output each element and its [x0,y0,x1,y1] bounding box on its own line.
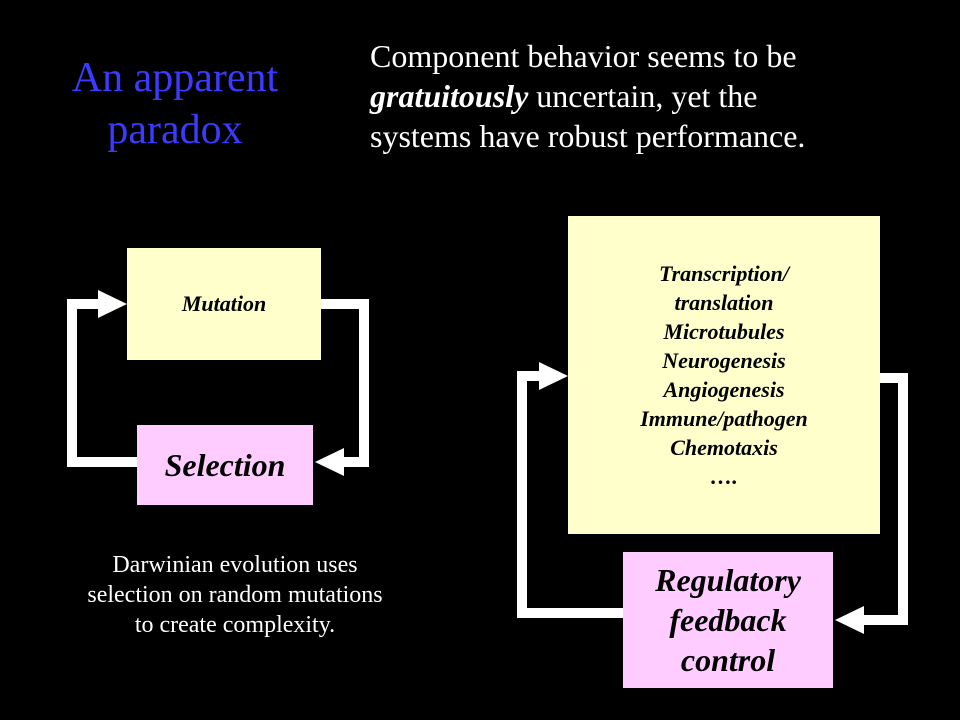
process-item: Immune/pathogen [640,406,808,431]
process-item: Angiogenesis [663,377,785,402]
process-item: Microtubules [663,319,785,344]
arrowhead-right-processes [539,362,568,390]
selection-box: Selection [137,425,313,505]
title-line-1: An apparent [71,55,279,101]
subtitle-line-2: uncertain, yet the [528,78,758,114]
subtitle-line-3: systems have robust performance. [370,118,806,154]
caption-line-1: Darwinian evolution uses [112,552,358,578]
arrowhead-left-selection [315,448,344,476]
processes-box: Transcription/ translation Microtubules … [568,216,880,534]
process-item: Chemotaxis [670,435,778,460]
darwinian-caption: Darwinian evolution uses selection on ra… [20,550,450,640]
process-item: …. [710,464,738,489]
mutation-box: Mutation [127,248,321,360]
caption-line-2: selection on random mutations [87,582,383,608]
selection-label: Selection [164,446,286,483]
regulatory-feedback-box: Regulatory feedback control [623,552,833,688]
process-item: Neurogenesis [662,348,786,373]
subtitle-line-1: Component behavior seems to be [370,38,797,74]
regulatory-to-processes-arrow-line [517,371,623,618]
regulatory-line-3: control [680,642,776,678]
subtitle-emphasis: gratuitously [370,78,529,114]
arrowhead-left-mutation [98,290,127,318]
title-line-2: paradox [107,107,243,153]
process-item: Transcription/ [659,261,789,286]
processes-to-regulatory-arrow-line [860,373,908,625]
regulatory-line-1: Regulatory [655,562,801,598]
slide-subtitle: Component behavior seems to be gratuitou… [370,36,930,156]
regulatory-line-2: feedback [669,602,787,638]
mutation-to-selection-arrow-line [321,299,369,467]
slide-title: An apparent paradox [40,52,310,156]
process-item: translation [674,290,774,315]
arrowhead-right-regulatory [835,606,864,634]
selection-to-mutation-arrow-line [67,299,137,467]
mutation-label: Mutation [181,291,267,316]
caption-line-3: to create complexity. [134,612,336,638]
